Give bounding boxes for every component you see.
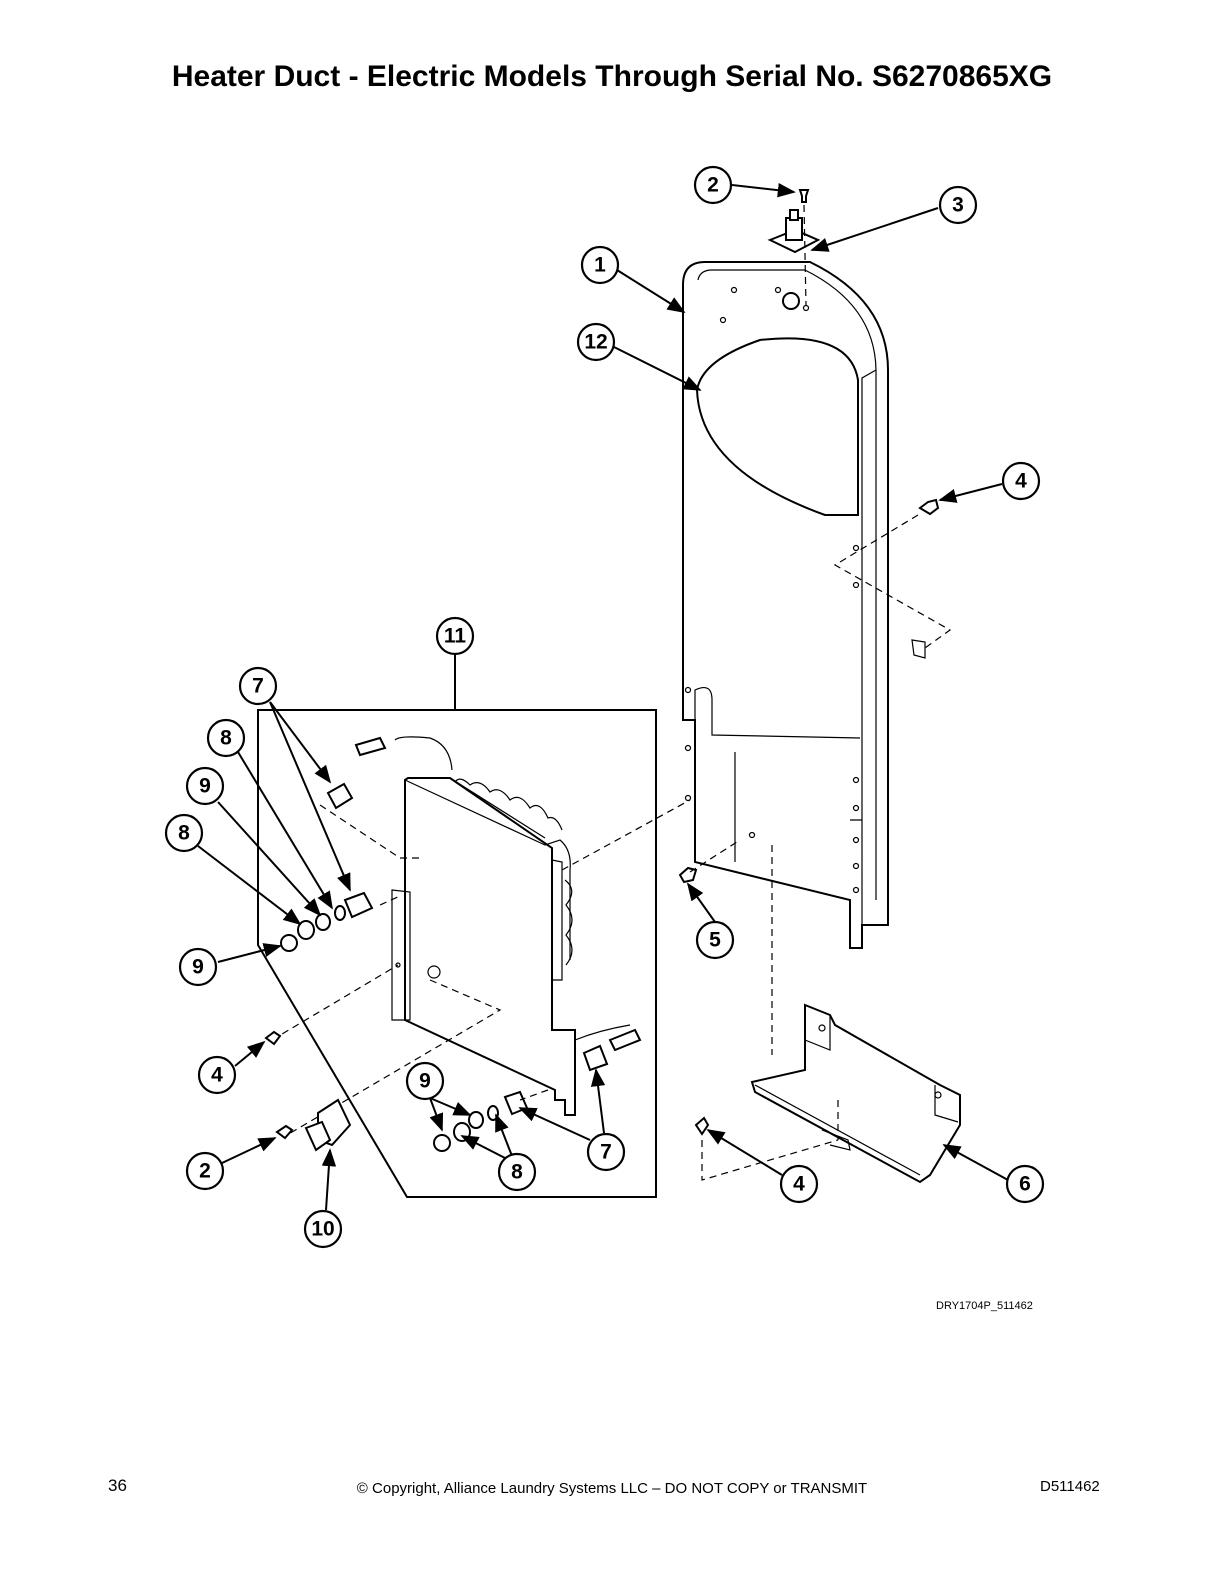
callout-3: 3 [938, 185, 978, 225]
drawing-id: DRY1704P_511462 [936, 1300, 1033, 1312]
copyright-notice: © Copyright, Alliance Laundry Systems LL… [356, 1480, 868, 1497]
callout-label: 9 [192, 956, 204, 979]
callout-label: 2 [199, 1160, 211, 1183]
callout-12: 12 [576, 322, 616, 362]
callout-label: 8 [220, 727, 232, 750]
thermostat-top-part [767, 189, 821, 254]
bracket-part [750, 1003, 961, 1184]
callout-4-left: 4 [197, 1055, 237, 1095]
callout-label: 4 [1015, 470, 1027, 493]
callout-label: 7 [600, 1141, 612, 1164]
page-number: 36 [108, 1476, 127, 1495]
screw-left-part [264, 1030, 282, 1046]
callout-9-b: 9 [178, 947, 218, 987]
callout-8-b: 8 [164, 813, 204, 853]
screw-right-part [918, 498, 940, 516]
callout-11: 11 [435, 616, 475, 656]
callout-9-a: 9 [185, 766, 225, 806]
callout-label: 9 [419, 1070, 431, 1093]
callout-2-bottom: 2 [185, 1151, 225, 1191]
callout-label: 4 [793, 1173, 805, 1196]
callout-8-c: 8 [497, 1152, 537, 1192]
callout-label: 8 [511, 1161, 523, 1184]
callout-label: 8 [178, 822, 190, 845]
callout-label: 6 [1019, 1173, 1031, 1196]
element-assembly-box [257, 709, 657, 1198]
callout-label: 12 [584, 331, 607, 354]
callout-label: 4 [211, 1064, 223, 1087]
callout-label: 5 [709, 929, 721, 952]
callout-9-c: 9 [405, 1061, 445, 1101]
screw-5-part [678, 866, 698, 884]
screw-bottom-right-part [694, 1116, 710, 1136]
screw-bottom-part [275, 1124, 294, 1140]
callout-label: 11 [444, 625, 467, 648]
callout-label: 7 [252, 675, 264, 698]
callout-8-a: 8 [206, 718, 246, 758]
callout-label: 1 [594, 254, 606, 277]
callout-7-top: 7 [238, 666, 278, 706]
callout-7-bottom: 7 [586, 1132, 626, 1172]
leader-lines [197, 183, 1009, 1211]
callout-5: 5 [695, 920, 735, 960]
callout-2-top: 2 [693, 165, 733, 205]
callout-4-right: 4 [1001, 461, 1041, 501]
callout-6: 6 [1005, 1164, 1045, 1204]
heater-duct-part [682, 261, 889, 949]
callout-label: 2 [707, 174, 719, 197]
callout-label: 10 [311, 1218, 334, 1241]
callout-4-bottom: 4 [779, 1164, 819, 1204]
document-number: D511462 [1040, 1478, 1100, 1495]
callout-label: 9 [199, 775, 211, 798]
thermostat-bottom-part [304, 1098, 352, 1152]
callout-label: 3 [952, 194, 964, 217]
callout-1: 1 [580, 245, 620, 285]
page-title: Heater Duct - Electric Models Through Se… [171, 60, 1053, 93]
callout-10: 10 [303, 1209, 343, 1249]
